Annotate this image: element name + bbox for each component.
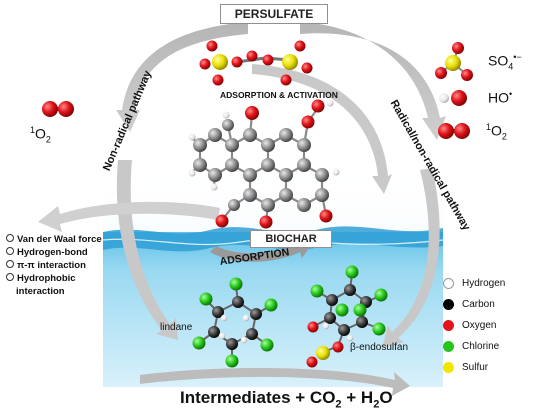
bullet-icon: [6, 247, 14, 256]
force-item: interaction: [6, 285, 102, 298]
force-item: π-π interaction: [6, 259, 102, 272]
hydroxyl-sup: •: [509, 89, 513, 99]
legend-label: Sulfur: [462, 362, 489, 373]
intermediates-plus: + H: [341, 388, 374, 407]
biochar-atoms: [188, 99, 340, 229]
oxygen-dot-icon: [443, 320, 454, 331]
adsorption-activation-label: ADSORPTION & ACTIVATION: [220, 90, 338, 100]
persulfate-label: PERSULFATE: [234, 7, 314, 21]
legend-label: Chlorine: [462, 341, 500, 352]
sulfate-sub: 4: [508, 61, 514, 72]
singlet-oxygen-main: O: [35, 125, 46, 142]
legend-item-oxygen: Oxygen: [443, 320, 496, 331]
force-label: Hydrophobic: [17, 273, 76, 284]
force-label: Van der Waal force: [17, 234, 102, 245]
persulfate-box: PERSULFATE: [220, 4, 328, 24]
force-item: Hydrophobic: [6, 272, 102, 285]
sulfate-radical-molecule: [435, 42, 473, 81]
lindane-atoms: [192, 277, 278, 368]
bullet-icon: [6, 273, 14, 282]
endosulfan-label: β-endosulfan: [350, 342, 409, 353]
legend-label: Carbon: [462, 299, 495, 310]
left-singlet-oxygen-molecule: [42, 101, 74, 117]
bullet-icon: [6, 234, 14, 243]
intermediates-end: O: [379, 388, 393, 407]
singlet-oxygen-molecule: [438, 123, 470, 139]
endosulfan-atoms: [306, 265, 388, 368]
singlet-oxygen2-sub: 2: [501, 131, 507, 142]
species-sulfate-radical: SO4•−: [488, 52, 522, 71]
force-item: Van der Waal force: [6, 233, 102, 246]
singlet-oxygen-pre: 1: [486, 122, 492, 132]
hydrogen-dot-icon: [443, 278, 454, 289]
carbon-dot-icon: [443, 299, 454, 310]
singlet-oxygen-sub: 2: [45, 134, 51, 145]
force-label: Hydrogen-bond: [17, 247, 88, 258]
hydroxyl-main: HO: [488, 89, 509, 106]
legend-item-chlorine: Chlorine: [443, 341, 499, 352]
legend-item-sulfur: Sulfur: [443, 362, 488, 373]
singlet-oxygen-sup: 1: [30, 125, 36, 135]
co2-sub: 2: [335, 398, 342, 411]
species-singlet-oxygen: 1O2: [486, 122, 507, 141]
interaction-forces-list: Van der Waal force Hydrogen-bond π-π int…: [6, 233, 102, 298]
intermediates-text: Intermediates + CO: [180, 388, 336, 407]
force-label: π-π interaction: [17, 260, 86, 271]
persulfate-molecule: [199, 40, 313, 86]
lindane-label: lindane: [160, 322, 193, 333]
sulfate-main: SO: [488, 52, 509, 69]
sulfate-sup: •−: [513, 52, 522, 62]
species-hydroxyl-radical: HO•: [488, 89, 512, 106]
biochar-box: BIOCHAR: [250, 230, 332, 248]
force-label: interaction: [16, 286, 65, 297]
force-item: Hydrogen-bond: [6, 246, 102, 259]
sulfur-dot-icon: [443, 362, 454, 373]
legend-item-carbon: Carbon: [443, 299, 495, 310]
h2o-sub: 2: [373, 398, 380, 411]
chlorine-dot-icon: [443, 341, 454, 352]
legend-label: Hydrogen: [462, 278, 506, 289]
legend-item-hydrogen: Hydrogen: [443, 278, 505, 289]
left-singlet-oxygen-label: 1O2: [30, 125, 51, 144]
hydroxyl-radical-molecule: [439, 90, 467, 106]
intermediates-label: Intermediates + CO2 + H2O: [180, 388, 393, 410]
bullet-icon: [6, 260, 14, 269]
singlet-oxygen2-main: O: [491, 122, 502, 139]
biochar-label: BIOCHAR: [265, 233, 317, 245]
legend-label: Oxygen: [462, 320, 497, 331]
